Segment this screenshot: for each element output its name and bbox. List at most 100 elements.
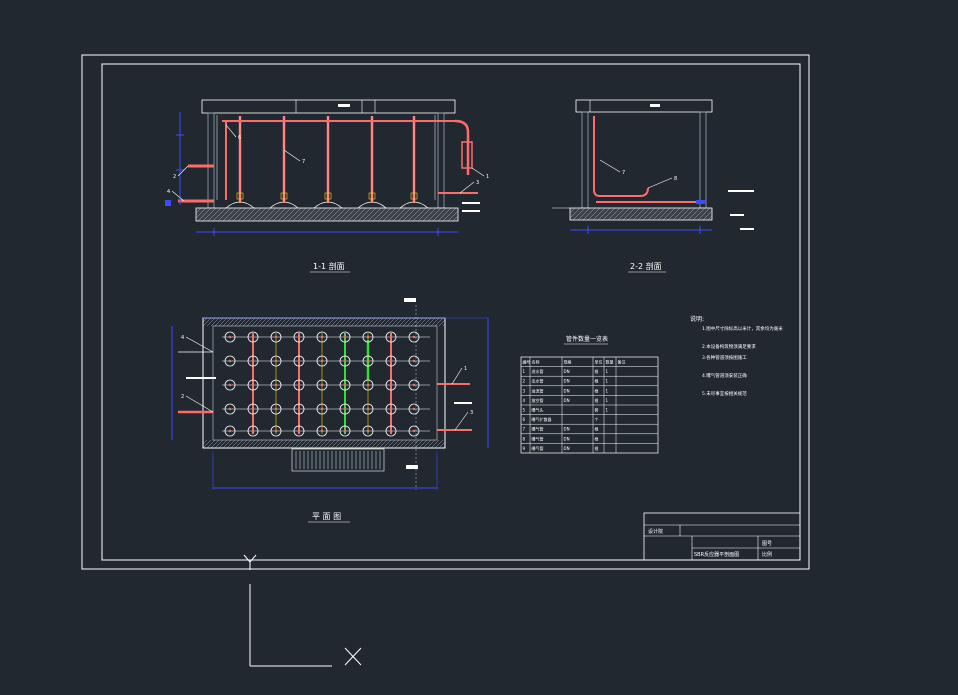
table-cell: 进水管	[532, 368, 544, 374]
table-cell: 7	[523, 427, 526, 432]
outlet-stub	[696, 200, 706, 204]
hatch-line	[322, 439, 332, 449]
hatch-line	[286, 439, 296, 449]
hatch-line	[370, 439, 380, 449]
hatch-line	[266, 317, 276, 327]
table-cell: 1	[606, 379, 609, 384]
inner-frame	[101, 63, 801, 561]
hatch-line	[577, 207, 591, 221]
hatch-line	[442, 323, 446, 327]
title-block[interactable]: 设计院 图号 SBR反应器平剖面图 比例	[643, 512, 801, 561]
hatch-line	[327, 207, 342, 222]
hatch-line	[367, 207, 382, 222]
hatch-line	[338, 317, 348, 327]
section-2-2[interactable]: 78 2-2 剖面	[552, 99, 754, 273]
hatch-line	[246, 317, 256, 327]
hatch-line	[370, 317, 380, 327]
diffuser-center	[412, 407, 416, 411]
ucs-icon	[243, 554, 362, 667]
table-title: 管件数量一览表	[566, 335, 608, 343]
hatch-line	[334, 317, 344, 327]
diffuser-center	[228, 383, 232, 387]
diffuser	[362, 403, 374, 415]
hatch-line	[452, 215, 459, 222]
callout-7: 7	[622, 170, 625, 176]
hatch-line	[247, 207, 262, 222]
riser-foot	[280, 192, 288, 200]
diffuser-center	[274, 429, 278, 433]
base-slab	[195, 207, 459, 222]
table-cell: DN	[564, 379, 570, 384]
leader-line	[185, 336, 214, 353]
hatch-line	[447, 210, 459, 222]
diffuser-center	[251, 335, 255, 339]
hatch-line	[358, 439, 368, 449]
cut-mark	[404, 298, 416, 302]
hatch-line	[418, 317, 428, 327]
table-cell: 根	[595, 445, 599, 451]
diffuser-center	[297, 429, 301, 433]
hatch-line	[378, 317, 388, 327]
hatch-line	[270, 317, 280, 327]
table-cell: 根	[595, 368, 599, 374]
table-cell: 根	[595, 435, 599, 441]
diffuser	[293, 355, 305, 367]
hatch-line	[412, 207, 427, 222]
hatch-line	[687, 207, 701, 221]
hatch-line	[417, 207, 432, 222]
leader-line	[647, 177, 673, 189]
table-header-cell: 名称	[532, 359, 540, 365]
roof-slab	[575, 99, 713, 113]
hatch-line	[318, 317, 328, 327]
hatch-line	[238, 317, 248, 327]
hatch-line	[372, 207, 387, 222]
hatch-line	[394, 317, 404, 327]
hatch-line	[597, 207, 611, 221]
table-cell: 5	[523, 408, 526, 413]
level-mark	[728, 190, 754, 192]
table-cell: 曝气管	[532, 445, 544, 451]
diffuser-center	[412, 383, 416, 387]
hatch-line	[342, 207, 357, 222]
diffuser-center	[320, 335, 324, 339]
table-cell: 出水管	[532, 378, 544, 384]
table-cell: 根	[595, 387, 599, 393]
aeration-pipes	[225, 116, 418, 203]
diffuser	[408, 331, 420, 343]
diffuser	[270, 403, 282, 415]
hatch-line	[307, 207, 322, 222]
callout-2: 2	[173, 174, 176, 180]
diffuser	[247, 425, 259, 437]
diffuser	[270, 379, 282, 391]
hatch-line	[302, 207, 317, 222]
diffuser-center	[297, 407, 301, 411]
callout-8: 8	[674, 176, 677, 182]
diffuser-center	[251, 407, 255, 411]
hatch-line	[617, 207, 631, 221]
diffuser-center	[389, 383, 393, 387]
diffuser-center	[251, 359, 255, 363]
diffuser	[385, 425, 397, 437]
level-mark	[338, 104, 350, 107]
hatch-line	[406, 317, 416, 327]
hatch-line	[350, 317, 360, 327]
plan-inner-wall	[212, 325, 438, 441]
diffuser-center	[320, 407, 324, 411]
hatch-line	[434, 439, 444, 449]
leader-line	[283, 149, 301, 162]
hatch-line	[207, 207, 222, 222]
hatch-line	[657, 207, 671, 221]
tb-designer: 设计院	[648, 528, 663, 535]
diffuser-center	[228, 335, 232, 339]
table-cell: DN	[564, 369, 570, 374]
hatch-line	[402, 439, 412, 449]
diffuser	[339, 425, 351, 437]
hatch-line	[290, 317, 300, 327]
callout-2: 2	[181, 394, 184, 400]
dim-marker	[165, 200, 171, 206]
table-cell: 2	[523, 379, 526, 384]
